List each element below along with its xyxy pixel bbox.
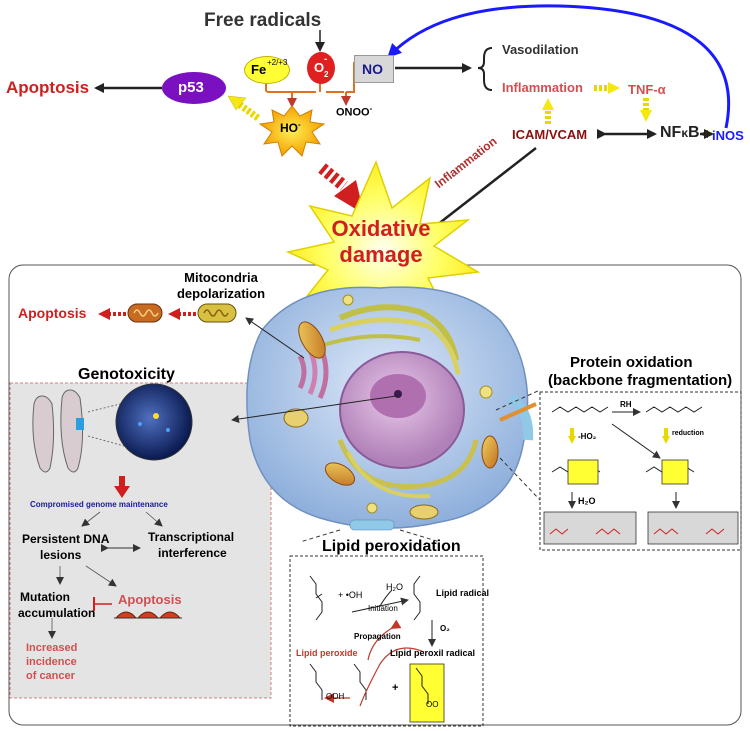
o2-label: O₂ [440, 624, 450, 633]
lipid-peroxide-label: Lipid peroxide [296, 648, 358, 658]
hydroxyl-radical-label: + •OH [338, 590, 363, 600]
protein-title-1: Protein oxidation [570, 354, 693, 371]
persistent-line2: lesions [40, 548, 82, 562]
transcriptional-line1: Transcriptional [148, 530, 235, 544]
mutation-line1: Mutation [20, 590, 70, 604]
apoptosis-top-label: Apoptosis [6, 78, 90, 97]
mito-title-1: Mitocondria [184, 270, 258, 285]
lipid-h2o-label: H₂O [386, 582, 403, 592]
oo-label: OO [426, 700, 439, 709]
chromosome-icon [32, 389, 84, 473]
icam-vcam-label: ICAM/VCAM [512, 127, 588, 142]
brace [477, 47, 493, 91]
mitochondrion-damaged-icon [127, 303, 163, 323]
hydroxyl-label: HO- [280, 120, 301, 135]
mito-apoptosis-label: Apoptosis [18, 305, 87, 321]
cancer-line2: incidence [26, 656, 77, 668]
plus-label: + [392, 682, 399, 694]
propagation-label: Propagation [354, 632, 401, 641]
p53-badge: p53 [162, 72, 226, 104]
compromised-label: Compromised genome maintenance [30, 500, 168, 509]
mito-title-2: depolarization [176, 286, 266, 301]
ho-to-p53-arrow [227, 95, 261, 121]
protein-product-left [543, 511, 637, 545]
reduction-label: reduction [672, 430, 704, 437]
rh-label: RH [620, 400, 632, 409]
peroxynitrite-label: ONOO- [336, 104, 373, 119]
iron-ion-badge: Fe +2/+3 [244, 56, 290, 84]
cancer-line3: of cancer [26, 670, 75, 682]
cancer-line1: Increased [26, 642, 78, 654]
ooh-label: OOH [326, 692, 345, 701]
icam-to-damage-arrow [426, 147, 537, 234]
superoxide-badge: O 2 - [307, 52, 335, 84]
lipid-peroxil-label: Lipid peroxil radical [390, 648, 476, 658]
mito-apoptosis-arrows [98, 308, 196, 320]
inos-to-no-arrow [387, 4, 731, 129]
lipid-box [289, 555, 484, 727]
protein-product-right [647, 511, 739, 545]
mitochondrion-icon [197, 303, 237, 323]
vasodilation-label: Vasodilation [502, 42, 579, 57]
protein-box [539, 391, 742, 551]
nfkb-label: NFκB [660, 124, 700, 141]
oxidative-damage-line1: Oxidative [331, 216, 431, 241]
geno-apoptosis-label: Apoptosis [118, 592, 182, 607]
free-radicals-label: Free radicals [204, 10, 322, 31]
oxidative-damage-line2: damage [339, 242, 423, 267]
inflammation-yellow-arrows [542, 82, 652, 124]
membrane-fragment-right [499, 393, 537, 441]
lipid-structures [309, 575, 421, 700]
inflammation-label: Inflammation [502, 80, 583, 95]
persistent-line1: Persistent DNA [22, 532, 110, 546]
cell-illustration [246, 286, 529, 529]
mutation-line2: accumulation [18, 606, 96, 620]
dna-sphere-icon [115, 383, 193, 461]
membrane-fragment-bottom [349, 519, 395, 531]
transcriptional-line2: interference [158, 546, 227, 560]
hydroxyl-star [258, 105, 326, 157]
lipid-title: Lipid peroxidation [322, 538, 461, 555]
inos-label: iNOS [712, 128, 744, 143]
nitric-oxide-box: NO [354, 55, 394, 83]
genotoxicity-title: Genotoxicity [78, 366, 175, 383]
ho2-label: -HO₂ [578, 432, 597, 441]
initiation-label: Initiation [368, 604, 398, 613]
lipid-radical-label: Lipid radical [436, 588, 490, 598]
protein-title-2: (backbone fragmentation) [548, 372, 733, 389]
tnf-alpha-label: TNF-α [628, 82, 666, 97]
h2o-label: H₂O [578, 496, 596, 506]
